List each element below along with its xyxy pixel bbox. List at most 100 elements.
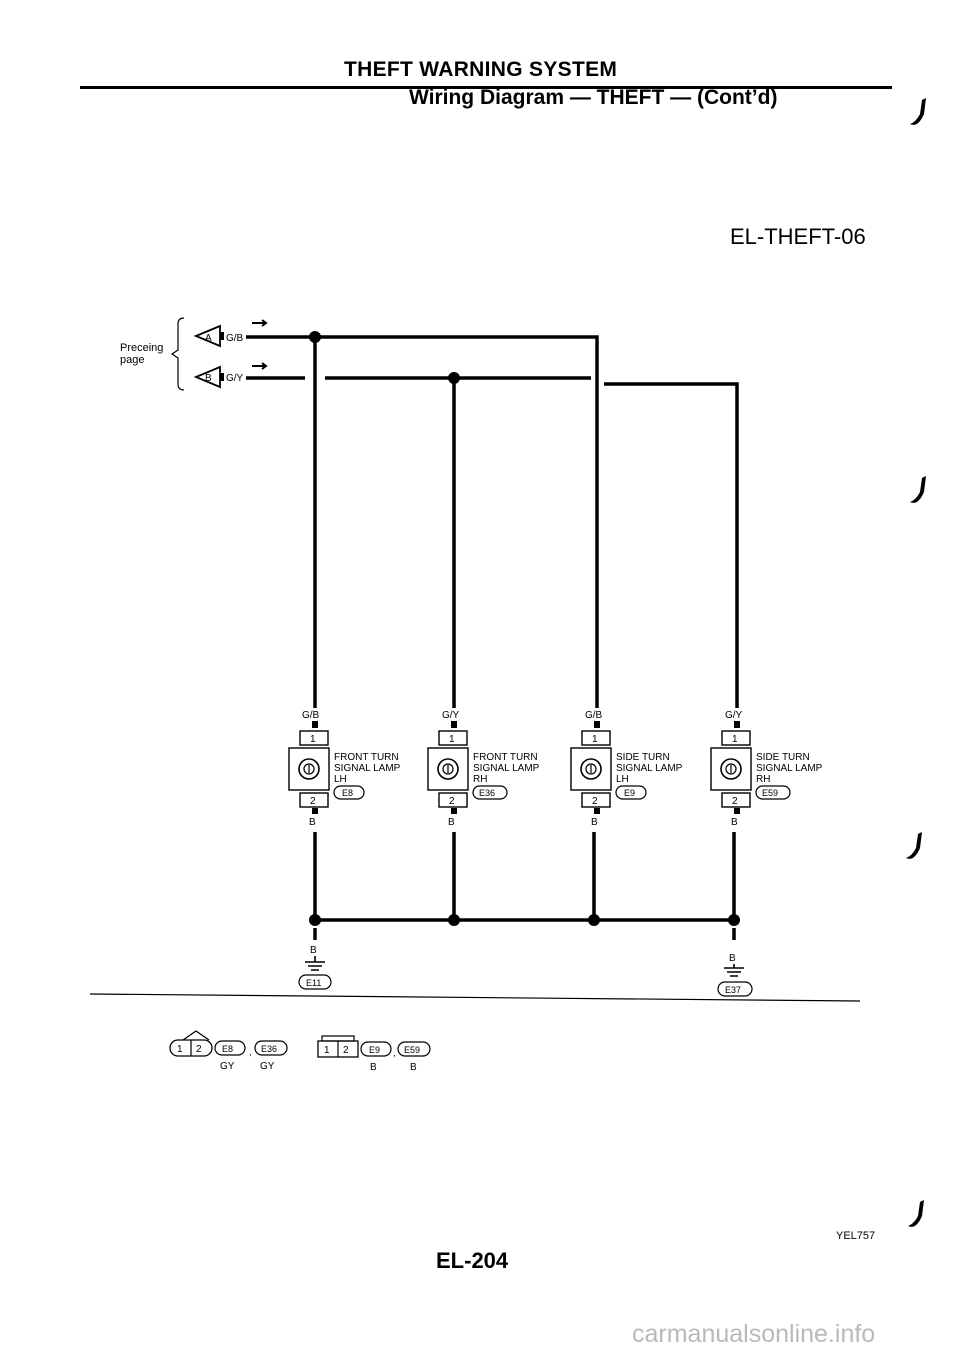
- component-name-2: SIGNAL LAMP: [616, 763, 683, 774]
- junction-dot-ground-4: [728, 914, 740, 926]
- key-color-a: GY: [220, 1061, 235, 1072]
- pin-bottom: 2: [449, 796, 455, 807]
- lamp-body: [570, 747, 612, 791]
- wire-label-bottom: B: [448, 817, 455, 828]
- preceding-connector-b[interactable]: B G/Y: [193, 362, 268, 389]
- ground-connector: E37: [725, 985, 741, 995]
- component-name-1: FRONT TURN: [473, 752, 538, 763]
- key-connector-b: E59: [404, 1045, 420, 1055]
- bulb-icon: [580, 758, 602, 780]
- junction-dot-gy: [448, 372, 460, 384]
- wire-label-top: G/Y: [442, 710, 460, 721]
- connector-key-e9-e59[interactable]: 1 2 E9 , E59 B B: [317, 1035, 431, 1073]
- key-connector-a: E9: [369, 1045, 380, 1055]
- pin-top: 1: [310, 734, 316, 745]
- ground-wire-label: B: [310, 945, 317, 956]
- component-name-2: SIGNAL LAMP: [334, 763, 401, 774]
- component-side: RH: [473, 774, 487, 785]
- preceding-connector-a[interactable]: A G/B: [193, 319, 268, 348]
- pin-top: 1: [592, 734, 598, 745]
- component-side: LH: [616, 774, 629, 785]
- wire-label-bottom: B: [309, 817, 316, 828]
- figure-reference: YEL757: [836, 1230, 876, 1242]
- component-name-1: FRONT TURN: [334, 752, 399, 763]
- connector-a-wire: G/B: [226, 333, 244, 344]
- component-side: LH: [334, 774, 347, 785]
- connector-key-e8-e36[interactable]: 1 2 E8 , E36 GY GY: [169, 1030, 288, 1072]
- preceding-page-bracket: [170, 317, 185, 391]
- connector-code: E36: [479, 788, 495, 798]
- front-turn-signal-lamp-lh[interactable]: G/B 1 2 B FRONT TURN SIGNAL LAMP LH E8: [288, 710, 401, 828]
- key-color-b: B: [410, 1062, 417, 1073]
- wire-label-top: G/Y: [725, 710, 743, 721]
- preceding-page-label-1: Preceing: [120, 342, 163, 354]
- ground-connector: E11: [306, 978, 321, 988]
- component-name-1: SIDE TURN: [756, 752, 810, 763]
- side-turn-signal-lamp-lh[interactable]: G/B 1 2 B SIDE TURN SIGNAL LAMP LH E9: [570, 710, 683, 828]
- connector-a-letter: A: [205, 333, 212, 344]
- ground-symbol-icon: [305, 956, 325, 971]
- component-name-2: SIGNAL LAMP: [756, 763, 823, 774]
- junction-dot-ground-3: [588, 914, 600, 926]
- connector-b-flow-arrow-icon: [252, 362, 268, 370]
- svg-text:,: ,: [393, 1048, 396, 1058]
- key-connector-a: E8: [222, 1044, 233, 1054]
- ground-wire-label: B: [729, 953, 736, 964]
- connector-a-pin: [220, 332, 224, 340]
- connector-b-wire: G/Y: [226, 373, 244, 384]
- junction-dot-ground-1: [309, 914, 321, 926]
- svg-text:,: ,: [249, 1047, 252, 1057]
- connector-code: E59: [762, 788, 778, 798]
- pin-bottom: 2: [310, 796, 316, 807]
- section-title: THEFT WARNING SYSTEM: [344, 58, 618, 81]
- key-pin-1: 1: [324, 1045, 330, 1056]
- lamp-body: [288, 747, 330, 791]
- ground-e37[interactable]: B E37: [717, 953, 753, 997]
- section-divider: [89, 993, 861, 1002]
- connector-b-pin: [220, 373, 224, 381]
- wire-label-top: G/B: [302, 710, 320, 721]
- front-turn-signal-lamp-rh[interactable]: G/Y 1 2 B FRONT TURN SIGNAL LAMP RH E36: [427, 710, 540, 828]
- lamp-body: [427, 747, 469, 791]
- junction-dot-gb: [309, 331, 321, 343]
- connector-code: E9: [624, 788, 635, 798]
- connector-a-flow-arrow-icon: [252, 319, 268, 327]
- diagram-code: EL-THEFT-06: [730, 224, 866, 249]
- header-rule: [80, 86, 892, 89]
- bulb-icon: [437, 758, 459, 780]
- connector-code: E8: [342, 788, 353, 798]
- pin-top: 1: [449, 734, 455, 745]
- wire-gb-bus: [246, 335, 599, 708]
- wire-label-bottom: B: [591, 817, 598, 828]
- binder-marks: [906, 98, 926, 1227]
- component-name-1: SIDE TURN: [616, 752, 670, 763]
- wire-gy-bus: [246, 376, 739, 708]
- ground-symbol-icon: [724, 964, 744, 977]
- wire-label-top: G/B: [585, 710, 603, 721]
- watermark: carmanualsonline.info: [632, 1320, 876, 1348]
- diagram-subtitle: Wiring Diagram — THEFT — (Cont’d): [409, 86, 778, 109]
- lamp-body: [710, 747, 752, 791]
- key-connector-b: E36: [261, 1044, 277, 1054]
- component-name-2: SIGNAL LAMP: [473, 763, 540, 774]
- page-number: EL-204: [436, 1248, 509, 1273]
- side-turn-signal-lamp-rh[interactable]: G/Y 1 2 B SIDE TURN SIGNAL LAMP RH E59: [710, 710, 823, 828]
- key-pin-2: 2: [343, 1045, 349, 1056]
- pin-top: 1: [732, 734, 738, 745]
- key-pin-2: 2: [196, 1044, 202, 1055]
- key-color-b: GY: [260, 1061, 275, 1072]
- pin-bottom: 2: [592, 796, 598, 807]
- ground-e11[interactable]: B E11: [298, 945, 332, 990]
- preceding-page-label-2: page: [120, 354, 144, 366]
- key-pin-1: 1: [177, 1044, 183, 1055]
- wire-label-bottom: B: [731, 817, 738, 828]
- connector-b-letter: B: [205, 373, 212, 384]
- key-color-a: B: [370, 1062, 377, 1073]
- bulb-icon: [720, 758, 742, 780]
- component-side: RH: [756, 774, 770, 785]
- bulb-icon: [298, 758, 320, 780]
- junction-dot-ground-2: [448, 914, 460, 926]
- wire-ground-bus: [313, 832, 736, 940]
- pin-bottom: 2: [732, 796, 738, 807]
